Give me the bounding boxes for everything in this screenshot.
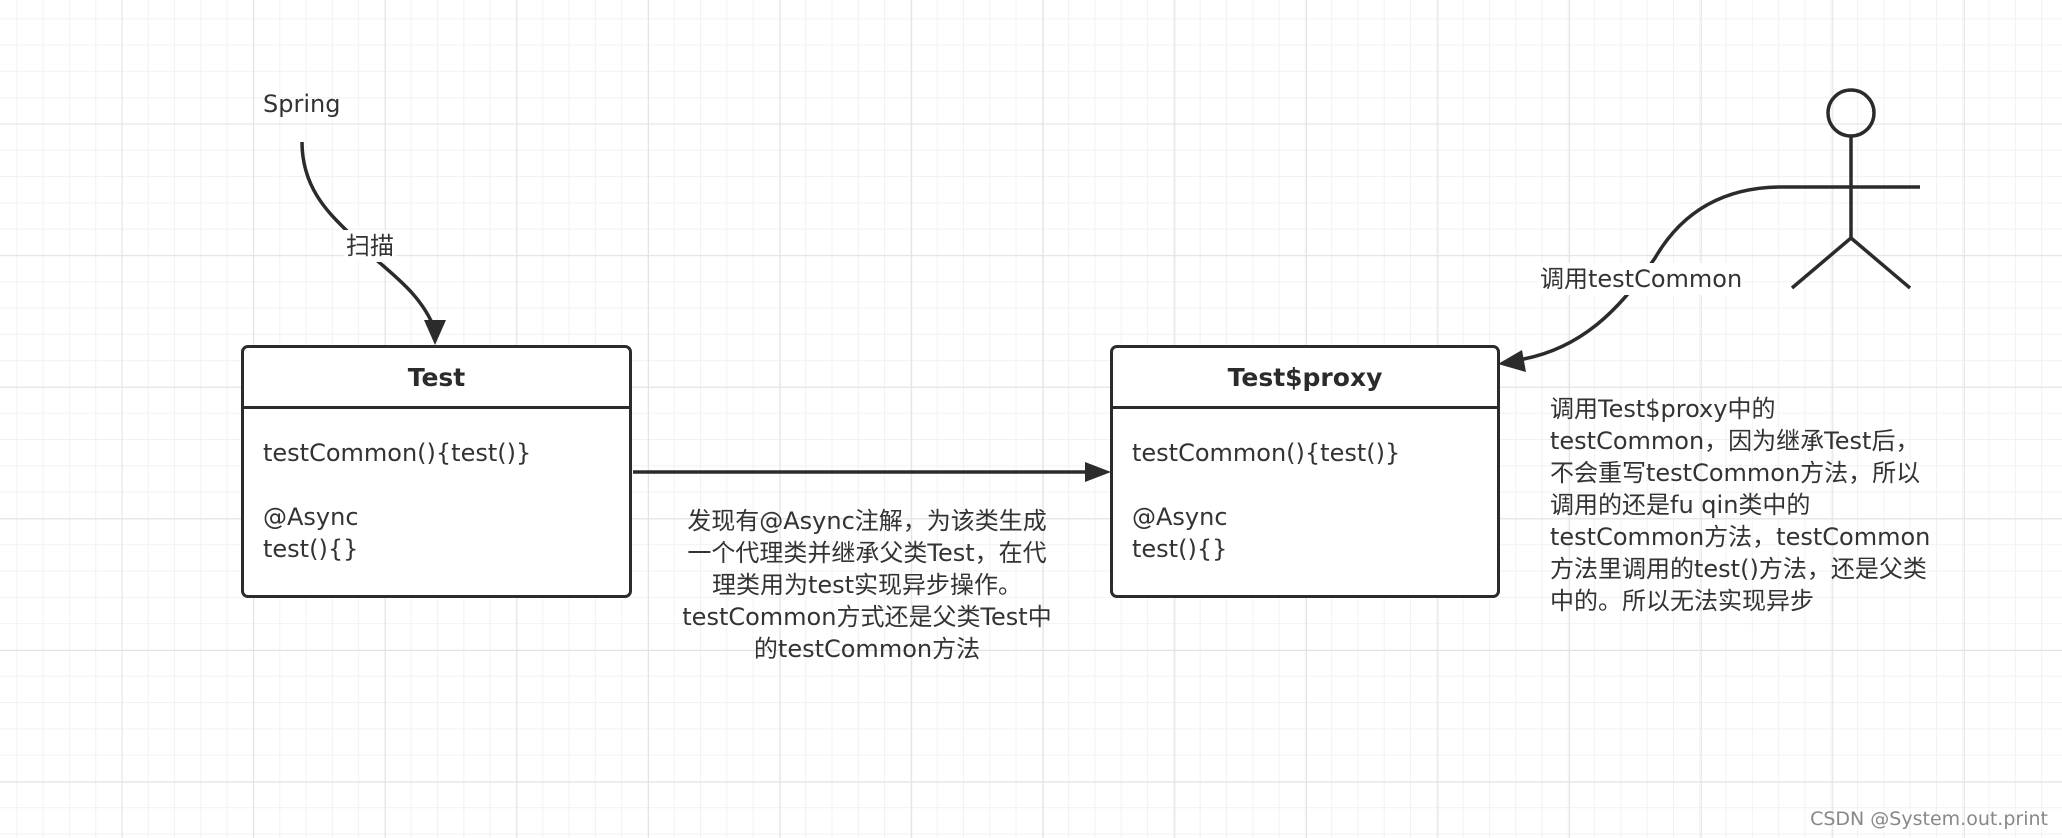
- call-label: 调用testCommon: [1538, 263, 1745, 295]
- note-line: 方法里调用的test()方法，还是父类: [1550, 555, 1927, 583]
- proxy-class-annotation: @Async: [1132, 503, 1228, 531]
- note-line: 中的。所以无法实现异步: [1550, 587, 1814, 615]
- actor-icon: [1782, 88, 1920, 290]
- note-line: testCommon方法，testCommon: [1550, 523, 1931, 551]
- proxy-class-method: testCommon(){test()}: [1132, 439, 1401, 467]
- test-class-annotation: @Async: [263, 503, 359, 531]
- test-class-title: Test: [244, 348, 629, 409]
- note-line: 调用Test$proxy中的: [1550, 395, 1776, 423]
- note-line: 不会重写testCommon方法，所以: [1550, 459, 1921, 487]
- note-line: 的testCommon方法: [753, 635, 981, 663]
- test-class-method: testCommon(){test()}: [263, 439, 532, 467]
- proxy-class-method: test(){}: [1132, 535, 1228, 563]
- spring-label: Spring: [263, 90, 341, 118]
- call-connector: [1517, 185, 1783, 362]
- proxy-generation-arrowhead: [1085, 462, 1111, 482]
- test-class-spacer: [263, 469, 629, 501]
- test-class-box[interactable]: Test testCommon(){test()} @Async test(){…: [241, 345, 632, 598]
- note-line: testCommon，因为继承Test后，: [1550, 427, 1920, 455]
- note-line: testCommon方式还是父类Test中: [682, 603, 1052, 631]
- scan-label: 扫描: [344, 230, 396, 262]
- note-line: 理类用为test实现异步操作。: [711, 571, 1023, 599]
- proxy-class-body: testCommon(){test()} @Async test(){}: [1113, 409, 1497, 565]
- proxy-class-title: Test$proxy: [1113, 348, 1497, 409]
- note-line: 发现有@Async注解，为该类生成: [687, 507, 1047, 535]
- call-explanation-note: 调用Test$proxy中的 testCommon，因为继承Test后， 不会重…: [1550, 393, 1970, 617]
- test-class-method: test(){}: [263, 535, 359, 563]
- call-arrowhead: [1498, 350, 1526, 372]
- proxy-class-spacer: [1132, 469, 1497, 501]
- note-line: 一个代理类并继承父类Test，在代: [687, 539, 1047, 567]
- note-line: 调用的还是fu qin类中的: [1550, 491, 1811, 519]
- proxy-generation-note: 发现有@Async注解，为该类生成 一个代理类并继承父类Test，在代 理类用为…: [662, 505, 1072, 665]
- proxy-class-box[interactable]: Test$proxy testCommon(){test()} @Async t…: [1110, 345, 1500, 598]
- watermark: CSDN @System.out.print: [1810, 808, 2048, 830]
- test-class-body: testCommon(){test()} @Async test(){}: [244, 409, 629, 565]
- scan-arrowhead: [424, 320, 446, 345]
